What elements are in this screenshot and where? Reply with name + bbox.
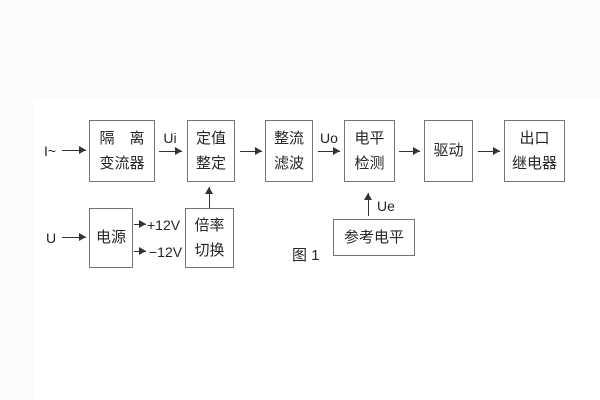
block-reference-level: 参考电平 <box>333 219 415 256</box>
block-label: 电源 <box>95 229 126 246</box>
block-label: 电平 <box>354 130 385 147</box>
block-label: 出口 <box>519 130 550 147</box>
block-label: 隔 离 <box>99 130 145 147</box>
block-label: 变流器 <box>99 155 145 172</box>
signal-label-ac-current: I~ <box>44 143 57 159</box>
block-label: 倍率 <box>194 217 225 234</box>
block-rectify-filter: 整流 滤波 <box>265 120 313 182</box>
block-label: 参考电平 <box>343 228 404 246</box>
block-isolation-transformer: 隔 离 变流器 <box>89 120 155 182</box>
block-label: 继电器 <box>511 155 557 172</box>
arrow-current-to-isolation <box>62 146 86 154</box>
arrow-ratio-to-setpoint <box>205 187 213 208</box>
signal-label-minus-12v: −12V <box>149 244 183 260</box>
block-level-detect: 电平 检测 <box>344 120 395 182</box>
arrow-level-to-drive <box>399 147 420 155</box>
block-power-supply: 电源 <box>89 208 133 268</box>
signal-label-plus-12v: +12V <box>147 217 181 233</box>
arrow-drive-to-relay <box>478 147 500 155</box>
signal-label-ui: Ui <box>163 130 177 146</box>
block-label: 滤波 <box>273 155 304 172</box>
signal-label-ue: Ue <box>377 198 395 214</box>
block-label: 整定 <box>195 155 226 172</box>
block-label: 检测 <box>354 155 385 172</box>
arrow-power-to-plus-12v <box>134 220 146 228</box>
arrow-setpoint-to-rectify <box>240 147 262 155</box>
block-ratio-switch: 倍率 切换 <box>185 208 234 268</box>
block-output-relay: 出口 继电器 <box>504 120 565 182</box>
arrow-power-to-minus-12v <box>134 247 146 255</box>
arrow-voltage-to-power <box>62 233 86 241</box>
block-label: 整流 <box>273 130 304 147</box>
block-setpoint-adjust: 定值 整定 <box>187 120 235 182</box>
arrow-reference-to-level <box>364 193 372 216</box>
block-label: 驱动 <box>433 142 464 159</box>
signal-label-voltage-input: U <box>46 230 57 246</box>
block-drive: 驱动 <box>424 120 473 182</box>
block-label: 切换 <box>194 242 225 259</box>
block-label: 定值 <box>195 130 226 147</box>
figure-caption: 图 1 <box>292 247 320 264</box>
arrow-rectify-to-level <box>318 147 340 155</box>
arrow-isolation-to-setpoint <box>159 147 182 155</box>
signal-label-uo: Uo <box>320 130 338 146</box>
